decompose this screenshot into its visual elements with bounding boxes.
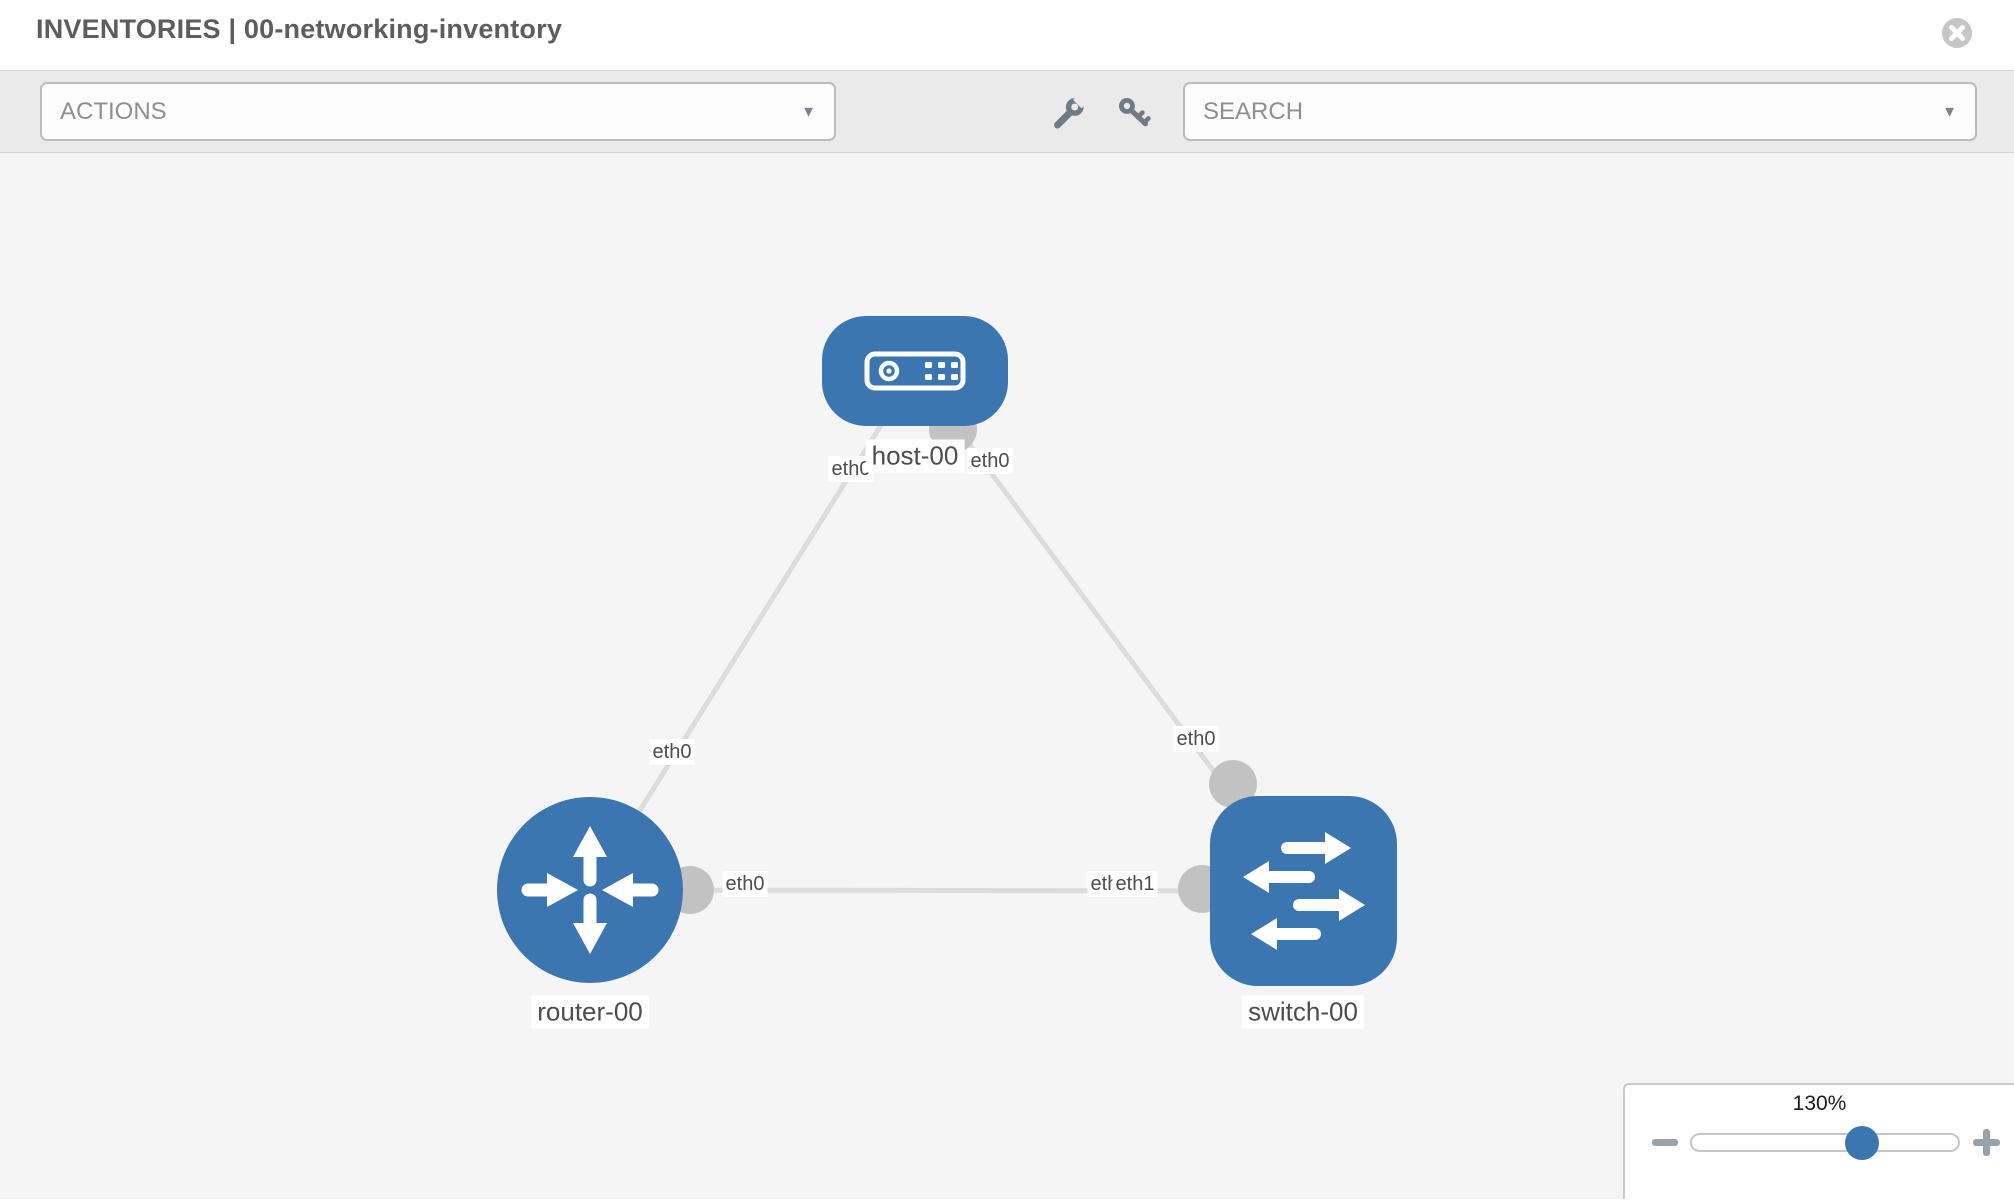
search-dropdown[interactable]: SEARCH ▼ bbox=[1183, 82, 1977, 141]
chevron-down-icon: ▼ bbox=[1942, 103, 1957, 120]
key-icon bbox=[1119, 98, 1151, 127]
zoom-level: 130% bbox=[1792, 1092, 1847, 1115]
node-router-00[interactable] bbox=[497, 797, 683, 983]
panel-header: INVENTORIES | 00-networking-inventory bbox=[0, 0, 2014, 71]
zoom-in-button[interactable] bbox=[1973, 1129, 2000, 1156]
interface-connector bbox=[1209, 760, 1257, 808]
node-switch-00[interactable] bbox=[1210, 796, 1397, 986]
zoom-slider[interactable] bbox=[1690, 1126, 1960, 1160]
credentials-button[interactable] bbox=[1116, 95, 1152, 131]
chevron-down-icon: ▼ bbox=[801, 103, 816, 120]
wrench-icon bbox=[1054, 92, 1089, 129]
zoom-panel: 130% bbox=[1623, 1083, 2014, 1199]
zoom-slider-thumb[interactable] bbox=[1845, 1126, 1880, 1160]
page-title: INVENTORIES | 00-networking-inventory bbox=[36, 14, 563, 44]
configure-button[interactable] bbox=[1050, 92, 1089, 131]
close-icon bbox=[1942, 18, 1972, 48]
actions-dropdown-label: ACTIONS bbox=[60, 97, 167, 125]
zoom-out-button[interactable] bbox=[1652, 1139, 1678, 1146]
search-placeholder: SEARCH bbox=[1203, 97, 1304, 125]
close-button[interactable] bbox=[1942, 18, 1972, 48]
node-host-00[interactable] bbox=[822, 316, 1008, 426]
actions-dropdown[interactable]: ACTIONS ▼ bbox=[40, 82, 836, 141]
topology-svg bbox=[497, 316, 1397, 986]
toolbar: ACTIONS ▼ SEARCH ▼ bbox=[0, 71, 2014, 153]
